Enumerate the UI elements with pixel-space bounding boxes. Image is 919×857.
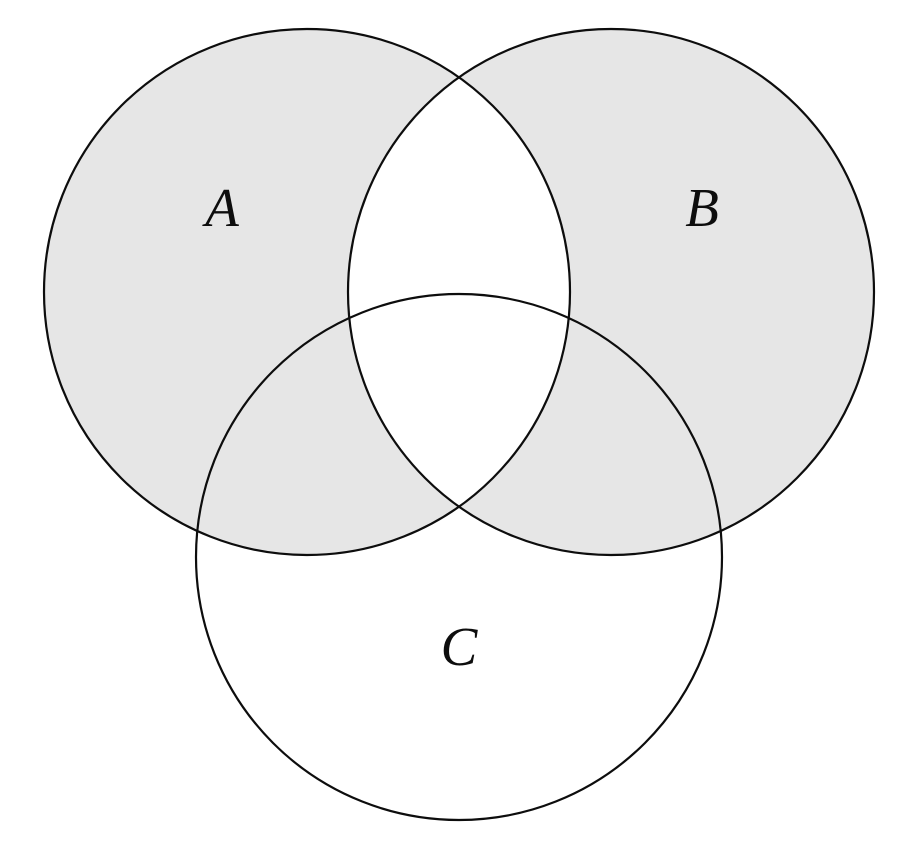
set-circle-b bbox=[346, 27, 876, 557]
set-circle-a bbox=[42, 27, 572, 557]
set-label-c: C bbox=[441, 616, 479, 677]
set-label-a: A bbox=[201, 177, 239, 238]
set-label-b: B bbox=[685, 177, 719, 238]
set-circle-c bbox=[194, 292, 724, 822]
